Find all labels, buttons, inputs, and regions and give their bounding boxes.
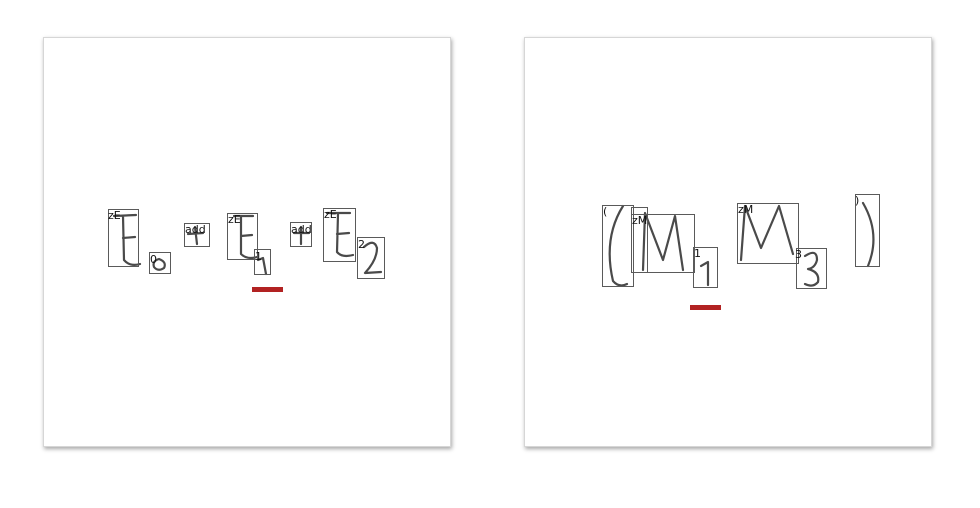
- stroke-zero: [152, 257, 166, 271]
- stroke-m-sub-3: [803, 251, 820, 287]
- stroke-e-1: [112, 213, 142, 266]
- stroke-e-3: [325, 211, 355, 258]
- handwriting-strokes-right: [608, 201, 875, 287]
- stroke-m-1: [641, 211, 685, 272]
- handwriting-strokes-left: [112, 211, 383, 276]
- bbox-add-1: [184, 223, 210, 247]
- bbox-add-2: [290, 222, 312, 247]
- bbox-e-1: [108, 209, 139, 267]
- label-sub-0: 0: [150, 253, 157, 266]
- stroke-plus-1: [186, 225, 205, 246]
- bbox-m-sub-1: [693, 247, 718, 288]
- label-ze-2: zE: [228, 213, 241, 226]
- stroke-m-sub-1: [699, 260, 710, 287]
- label-sub-2: 2: [358, 238, 365, 251]
- bbox-m-sub-3: [796, 248, 827, 289]
- stroke-two: [362, 241, 383, 275]
- label-ze-3: zE: [324, 208, 337, 221]
- stroke-close-paren: [861, 201, 875, 268]
- bbox-m-1: [631, 214, 695, 273]
- stroke-one: [256, 256, 268, 276]
- label-add-2: add: [291, 223, 312, 236]
- label-open-paren: (: [603, 205, 608, 218]
- label-add-1: add: [185, 223, 206, 236]
- right-panel: ( zM 1 zM 3 ): [524, 37, 932, 447]
- label-m-sub-3: 3: [795, 248, 802, 261]
- label-m-sub-1: 1: [694, 247, 701, 260]
- bbox-open-paren: [602, 205, 634, 287]
- bbox-m-2: [737, 203, 799, 264]
- bbox-sub-1: [254, 249, 271, 275]
- label-sub-1: 1: [255, 250, 262, 263]
- cursor-marker-right: [690, 305, 721, 310]
- stroke-open-paren: [608, 204, 629, 287]
- bbox-sub-2: [357, 237, 385, 279]
- bbox-e-2: [227, 213, 258, 260]
- bbox-sub-0: [149, 252, 171, 274]
- label-ze-1: zE: [108, 209, 121, 222]
- cursor-marker-left: [252, 287, 283, 292]
- label-zm-2: zM: [738, 203, 754, 216]
- label-close-paren: ): [855, 194, 860, 207]
- left-panel: zE 0 add zE 1 add zE 2: [43, 37, 451, 447]
- stroke-m-2: [739, 204, 795, 262]
- bbox-close-paren: [855, 194, 880, 267]
- label-zm-1: zM: [632, 214, 648, 227]
- stroke-plus-2: [292, 225, 311, 246]
- bbox-e-3: [323, 208, 356, 262]
